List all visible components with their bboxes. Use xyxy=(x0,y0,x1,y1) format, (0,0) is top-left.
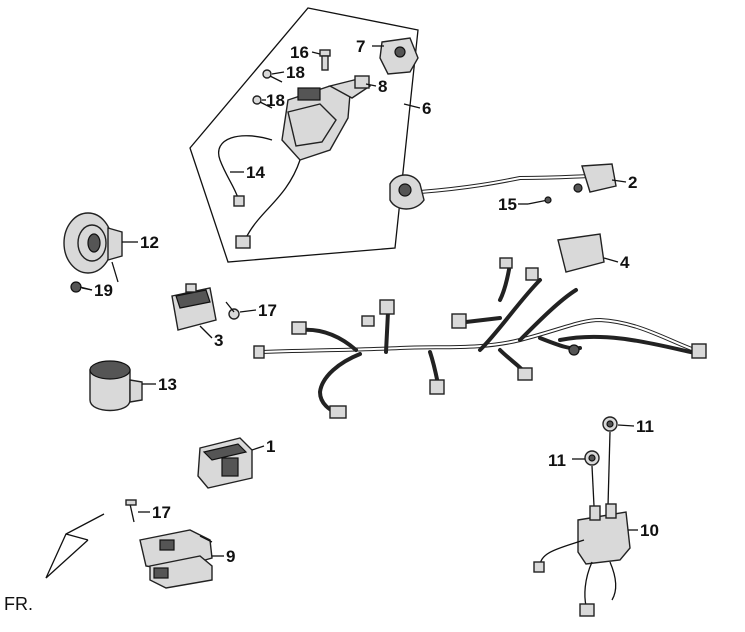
leader-11-lower xyxy=(591,465,595,507)
part-18-screw-a xyxy=(262,69,283,83)
part-15-screw xyxy=(527,196,552,205)
part-7-key-cover xyxy=(379,37,419,75)
callout-19: 19 xyxy=(94,281,113,300)
part-1-relay xyxy=(197,437,253,489)
part-18-screw-b xyxy=(252,95,273,109)
callout-16: 16 xyxy=(290,43,309,62)
callout-17-lower: 17 xyxy=(152,503,171,522)
leader-16 xyxy=(311,51,321,55)
leader-8 xyxy=(365,83,377,87)
part-4-wire-harness xyxy=(253,233,707,419)
leader-4 xyxy=(603,257,619,263)
part-17-screw-upper xyxy=(225,301,240,320)
part-16-bolt xyxy=(319,49,331,71)
part-8-ignition-switch xyxy=(281,75,372,161)
callout-7: 7 xyxy=(356,37,365,56)
callout-11-upper: 11 xyxy=(636,417,654,436)
callout-4: 4 xyxy=(620,253,630,272)
callout-14: 14 xyxy=(246,163,265,182)
leader-18a xyxy=(271,71,285,75)
part-3-relay xyxy=(171,283,217,331)
leader-1 xyxy=(251,445,265,451)
part-13-capacitor xyxy=(89,360,143,412)
callout-11-lower: 11 xyxy=(548,451,566,470)
part-14-seat-wire xyxy=(218,135,301,249)
leader-11a xyxy=(617,424,635,427)
callout-9: 9 xyxy=(226,547,235,566)
callout-12: 12 xyxy=(140,233,159,252)
callout-2: 2 xyxy=(628,173,637,192)
part-19-bolt xyxy=(70,281,93,293)
part-9-fuse-holder xyxy=(139,529,213,589)
callout-10: 10 xyxy=(640,521,659,540)
callout-8: 8 xyxy=(378,77,387,96)
leader-6 xyxy=(403,103,421,109)
leader-11-upper xyxy=(607,431,611,507)
part-12-horn xyxy=(63,212,123,283)
leader-3 xyxy=(199,325,213,339)
callout-18-upper: 18 xyxy=(286,63,305,82)
part-10-starter-relay xyxy=(533,503,631,617)
front-direction-arrow xyxy=(45,513,105,579)
callout-18-lower: 18 xyxy=(266,91,285,110)
leader-19 xyxy=(81,287,93,291)
leader-2 xyxy=(611,179,627,183)
callout-15: 15 xyxy=(498,195,517,214)
leader-17a xyxy=(239,309,257,313)
direction-label: FR. xyxy=(4,594,33,614)
part-11-nut-lower xyxy=(584,450,600,466)
callout-1: 1 xyxy=(266,437,275,456)
callout-6: 6 xyxy=(422,99,431,118)
ignition-group-frame xyxy=(189,7,419,263)
callout-3: 3 xyxy=(214,331,223,350)
callout-13: 13 xyxy=(158,375,177,394)
part-11-nut-upper xyxy=(602,416,618,432)
part-2-sensor-wire xyxy=(389,163,617,210)
part-17-screw-lower xyxy=(125,499,137,523)
callout-17-upper: 17 xyxy=(258,301,277,320)
